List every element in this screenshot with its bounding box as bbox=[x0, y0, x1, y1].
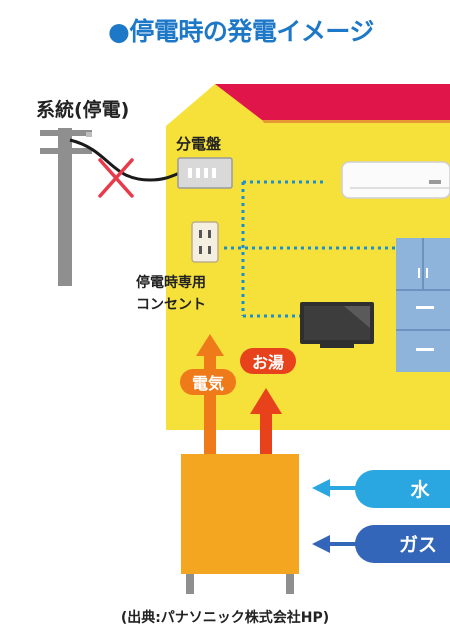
fuel-cell-unit bbox=[181, 454, 299, 594]
hot-water-arrow bbox=[250, 388, 282, 454]
panel-label: 分電盤 bbox=[176, 135, 222, 153]
outlet-label: 停電時専用 コンセント bbox=[116, 272, 226, 316]
water-pipe bbox=[312, 470, 450, 508]
gas-pipe bbox=[312, 525, 450, 563]
outlet-label-line1: 停電時専用 bbox=[136, 275, 206, 291]
house-wiring bbox=[224, 180, 395, 318]
utility-pole-icon bbox=[40, 128, 92, 286]
outlet-icon bbox=[191, 221, 219, 263]
gas-label: ガス bbox=[399, 534, 437, 556]
disconnect-x-icon bbox=[98, 158, 134, 198]
electricity-badge bbox=[180, 369, 236, 395]
hot-water-badge-label: お湯 bbox=[252, 353, 284, 372]
distribution-panel-icon bbox=[177, 157, 233, 189]
refrigerator-icon bbox=[396, 238, 450, 372]
house-roof bbox=[215, 84, 450, 120]
television-icon bbox=[300, 302, 374, 348]
water-label: 水 bbox=[410, 479, 430, 501]
outlet-label-line2: コンセント bbox=[136, 297, 206, 313]
air-conditioner-icon bbox=[341, 161, 450, 199]
grid-label: 系統(停電) bbox=[36, 99, 130, 121]
source-credit: (出典:パナソニック株式会社HP) bbox=[120, 610, 330, 626]
page-title: ●停電時の発電イメージ bbox=[108, 17, 374, 46]
grid-cable bbox=[69, 138, 183, 182]
electricity-badge-label: 電気 bbox=[192, 374, 224, 393]
hot-water-badge bbox=[240, 348, 296, 374]
